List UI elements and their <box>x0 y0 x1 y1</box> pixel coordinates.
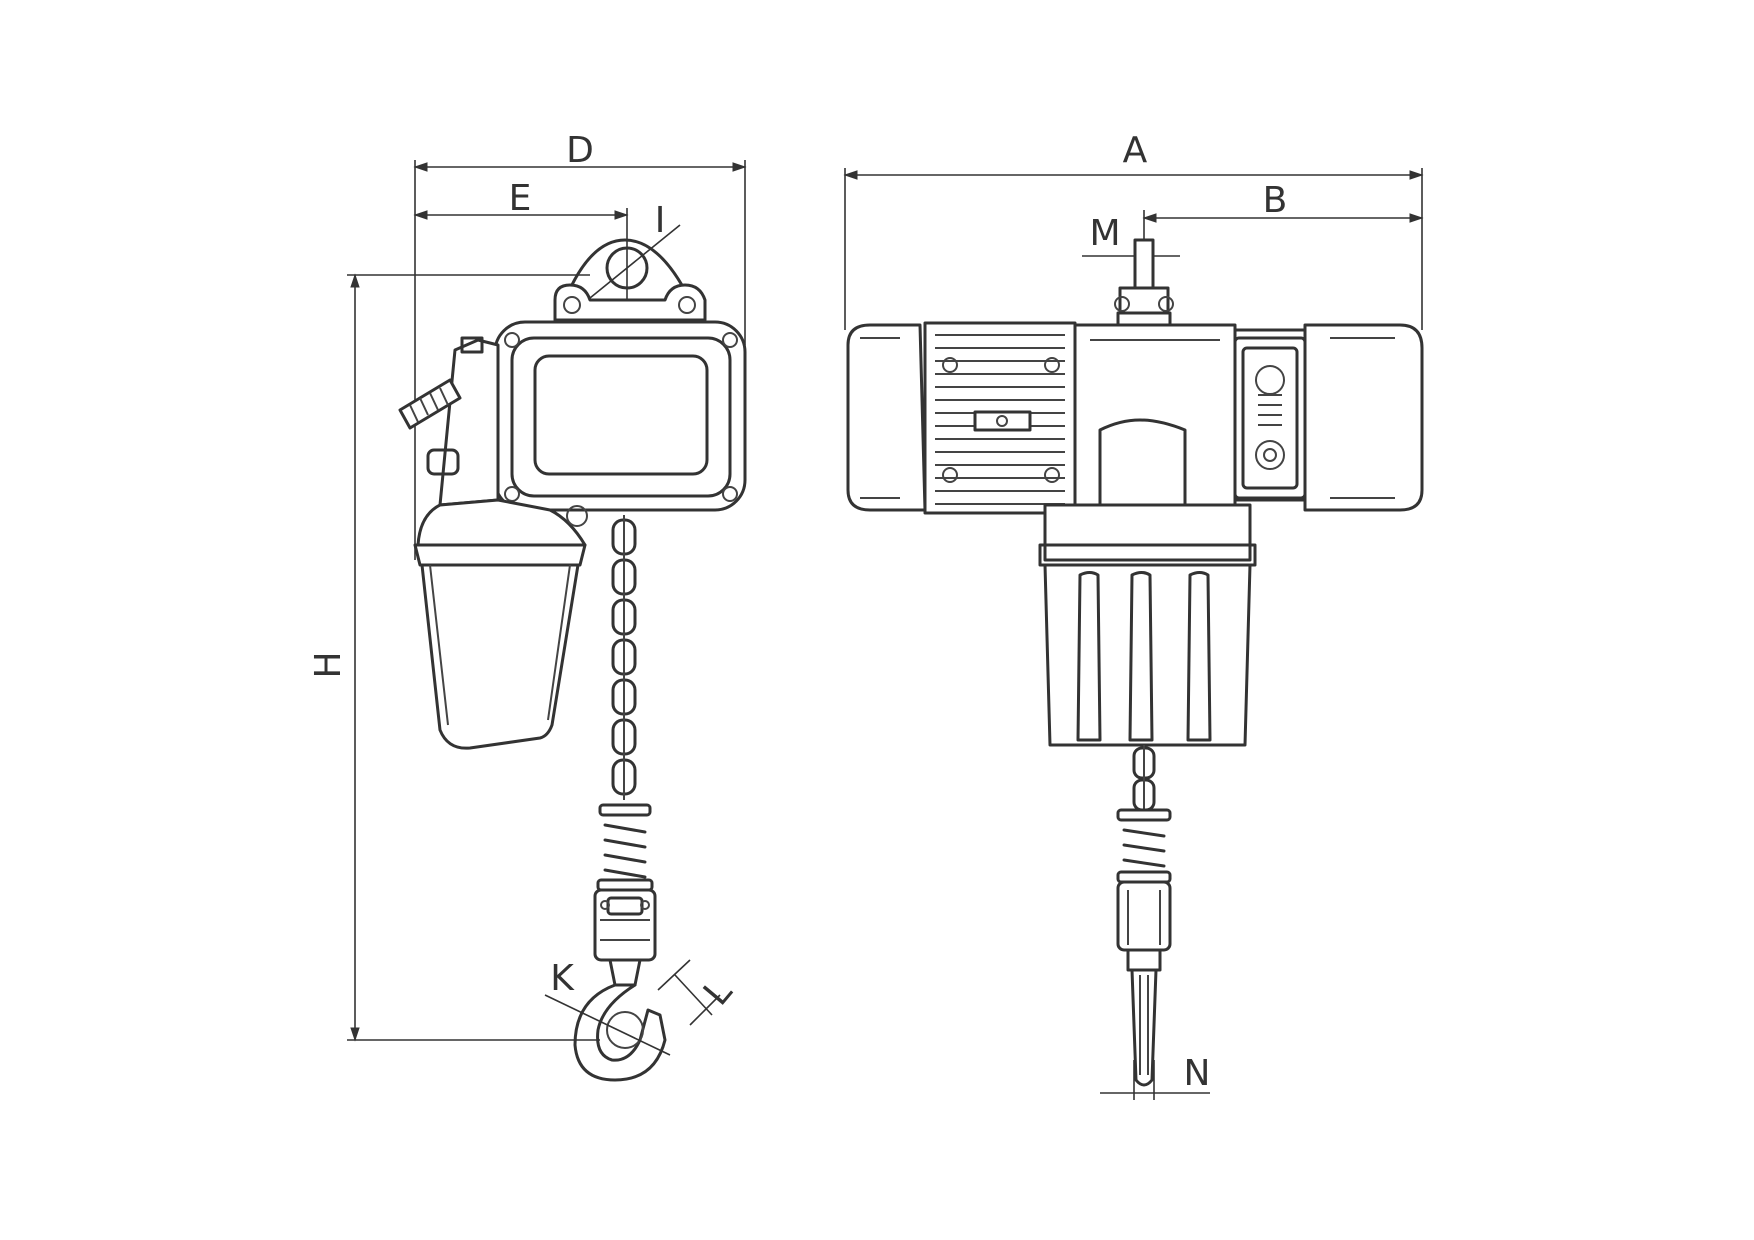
front-view: A B M <box>843 130 1424 1100</box>
label-m: M <box>1089 213 1120 254</box>
suspension-eye <box>553 238 707 322</box>
label-b: B <box>1263 180 1288 221</box>
chain-bag <box>413 543 587 750</box>
chain-container-front <box>1038 503 1257 747</box>
hook-block-front <box>1116 880 1172 972</box>
hook-front <box>1130 968 1158 1087</box>
dimension-b: B <box>1142 180 1424 240</box>
motor-housing-side <box>493 320 747 512</box>
control-box-side <box>398 336 588 547</box>
motor-front <box>846 321 1077 515</box>
dimension-n: N <box>1100 1053 1210 1100</box>
spring-buffer-front <box>1116 808 1172 884</box>
spring-buffer-side <box>596 803 654 892</box>
load-chain-front <box>1132 745 1156 812</box>
label-l: L <box>696 972 740 1014</box>
label-k: K <box>550 958 575 999</box>
label-e: E <box>509 178 532 219</box>
gearbox-front <box>1073 323 1237 512</box>
dimension-d: D <box>413 130 747 560</box>
dimension-k: K <box>544 958 671 1056</box>
hook-side <box>573 983 667 1082</box>
label-d: D <box>566 130 594 171</box>
dimension-l: L <box>657 959 740 1026</box>
dimension-a: A <box>843 130 1424 330</box>
side-view: D E I H <box>308 130 747 1082</box>
dimension-m: M <box>1082 213 1180 262</box>
label-h: H <box>308 651 349 678</box>
hook-block-side <box>593 888 657 987</box>
dimension-h: H <box>308 273 600 1042</box>
label-i: I <box>655 200 666 241</box>
load-chain-side <box>611 515 637 800</box>
suspension-bracket-front <box>1114 238 1174 337</box>
dimension-e: E <box>413 178 629 300</box>
dimension-i: I <box>589 200 681 299</box>
label-n: N <box>1184 1053 1211 1094</box>
end-cover-front <box>1233 323 1424 512</box>
label-a: A <box>1123 130 1148 171</box>
